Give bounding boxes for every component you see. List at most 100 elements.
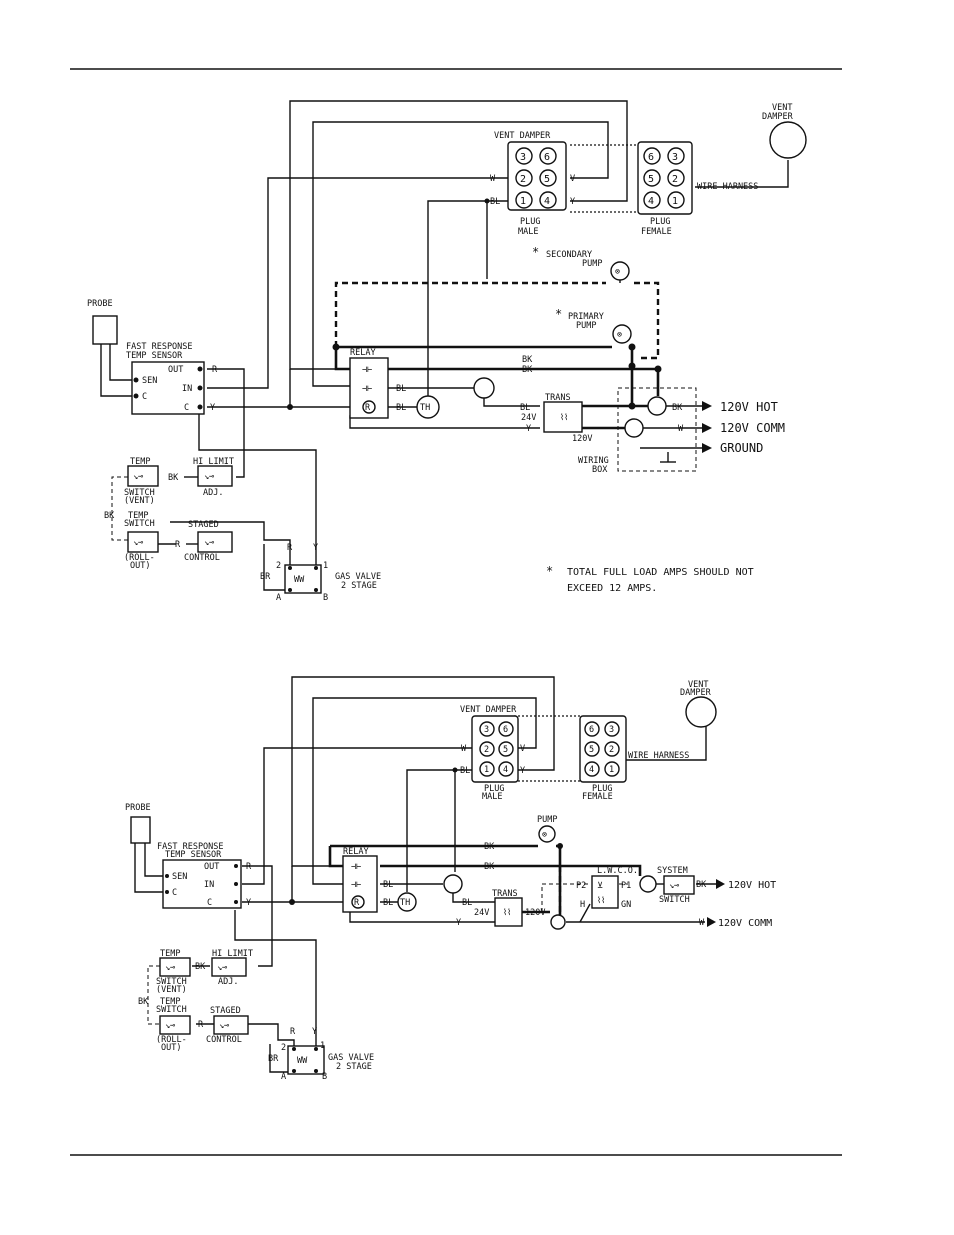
wire-label: SWITCH (124, 519, 155, 529)
wire-label: BK (672, 403, 683, 413)
pump-icon (538, 825, 556, 843)
wire-label: Y (520, 766, 525, 776)
wire-label: ADJ. (218, 977, 238, 987)
wire-label: TOTAL FULL LOAD AMPS SHOULD NOT (567, 567, 754, 578)
component-shape (314, 566, 318, 570)
component-shape (473, 377, 495, 399)
wire-label: SEN (172, 872, 187, 882)
wire-label: WIRE HARNESS (628, 751, 689, 761)
wire-label: TEMP (160, 949, 180, 959)
wire (291, 676, 555, 867)
wire (695, 160, 789, 188)
wire-label: ⌇⌇ (597, 895, 605, 906)
wire-label: 4 (544, 196, 550, 207)
wire (144, 843, 163, 877)
wire-label: PUMP (537, 815, 557, 825)
wire-label: OUT (168, 365, 183, 375)
wire-label: MALE (482, 792, 502, 802)
wire-label: 5 (503, 745, 508, 755)
wire-label: BR (268, 1054, 279, 1064)
diagram-primary-secondary-pump: 3 6 2 5 1 4 VENT DAMPER PLUG MALE W V BL… (87, 100, 807, 603)
component-shape (133, 393, 139, 399)
wire-label: A (276, 593, 281, 603)
wire-label: BK (138, 997, 149, 1007)
diagram2-plug-female: 6 3 5 2 4 1 PLUG FEMALE WIRE HARNESS (579, 715, 689, 802)
wire (406, 769, 476, 892)
wire-label: SWITCH (156, 1005, 187, 1015)
wire (100, 344, 132, 397)
wire-label: TH (420, 403, 430, 413)
wire-label: 5 (589, 745, 594, 755)
component-shape (292, 1069, 296, 1073)
wire (579, 903, 591, 923)
wire-label: MALE (518, 227, 538, 237)
wire-label: CONTROL (206, 1035, 242, 1045)
wire-label: ⊗ (617, 330, 622, 340)
component-shape (351, 895, 365, 909)
wire-label: RELAY (343, 847, 369, 857)
wire-label: OUT) (130, 561, 150, 571)
wire-label: FEMALE (582, 792, 613, 802)
wire-label: 1 (609, 765, 614, 775)
wire-label: PLUG (650, 217, 670, 227)
wire-label: BL (462, 898, 472, 908)
diagram1-probe-sensor: PROBE FAST RESPONSE TEMP SENSOR SEN C OU… (87, 299, 218, 415)
wire-label: TRANS (492, 889, 518, 899)
component-shape (165, 874, 169, 878)
component-shape (639, 875, 657, 893)
wire-label: OUT (204, 862, 219, 872)
component-shape (484, 198, 490, 204)
component-shape (292, 1047, 296, 1051)
wire (170, 521, 291, 565)
wire-label: R (246, 862, 252, 872)
diagram1-gas-valve: WW R Y 2 1 BR A B GAS VALVE 2 STAGE (260, 543, 381, 603)
wire (111, 476, 128, 541)
wire-label: 6 (544, 152, 550, 163)
component-shape (498, 741, 514, 757)
component-shape (702, 401, 712, 411)
wire-label: WW (294, 575, 305, 585)
component-shape (494, 897, 523, 927)
wire-label: BR (260, 572, 271, 582)
wire (207, 368, 245, 478)
wire (380, 864, 642, 876)
wire-label: BL (396, 403, 406, 413)
system-switch[interactable] (663, 875, 695, 895)
diagram2-pump: PUMP ⊗ BK BK (484, 815, 557, 872)
wire-label: CONTROL (184, 553, 220, 563)
wire-label: Y (312, 1027, 317, 1037)
wire-label: GAS VALVE (335, 572, 381, 582)
wire-label: 120V COMM (720, 421, 785, 435)
wire-label: R (198, 1020, 204, 1030)
wire-label: PUMP (582, 259, 602, 269)
wire-label: 1 (520, 196, 526, 207)
diagram2-wires (134, 676, 718, 1073)
wire-label: TEMP (160, 997, 180, 1007)
wire-label: BL (520, 403, 530, 413)
wire-label: 5 (648, 174, 654, 185)
component-shape (397, 892, 417, 912)
wire-label: ↘⊸ (204, 538, 214, 548)
wire-label: 2 (484, 745, 489, 755)
wire-label: W (461, 744, 467, 754)
wire-label: WIRE HARNESS (697, 182, 758, 192)
component-shape (539, 191, 557, 209)
diagram1-vent-damper: VENT DAMPER (762, 103, 807, 159)
primary-pump-icon (612, 324, 632, 344)
wire-label: 5 (544, 174, 550, 185)
wire-label: ↘⊸ (669, 881, 679, 891)
wire-label: ⊣⊢ (351, 862, 361, 872)
component-shape (159, 1015, 191, 1035)
wire-label: Y (246, 898, 251, 908)
hi-limit-switch (197, 465, 233, 487)
wire-label: R (175, 540, 181, 550)
component-shape (314, 1047, 318, 1051)
wire-label: 1 (484, 765, 489, 775)
wire-label: DAMPER (762, 112, 794, 122)
wire-label: TH (400, 898, 410, 908)
component-shape (707, 917, 716, 927)
fast-response-temp-sensor (131, 361, 205, 415)
component-shape (628, 402, 636, 410)
wire-label: 2 (609, 745, 614, 755)
wire-label: SYSTEM (657, 866, 688, 876)
